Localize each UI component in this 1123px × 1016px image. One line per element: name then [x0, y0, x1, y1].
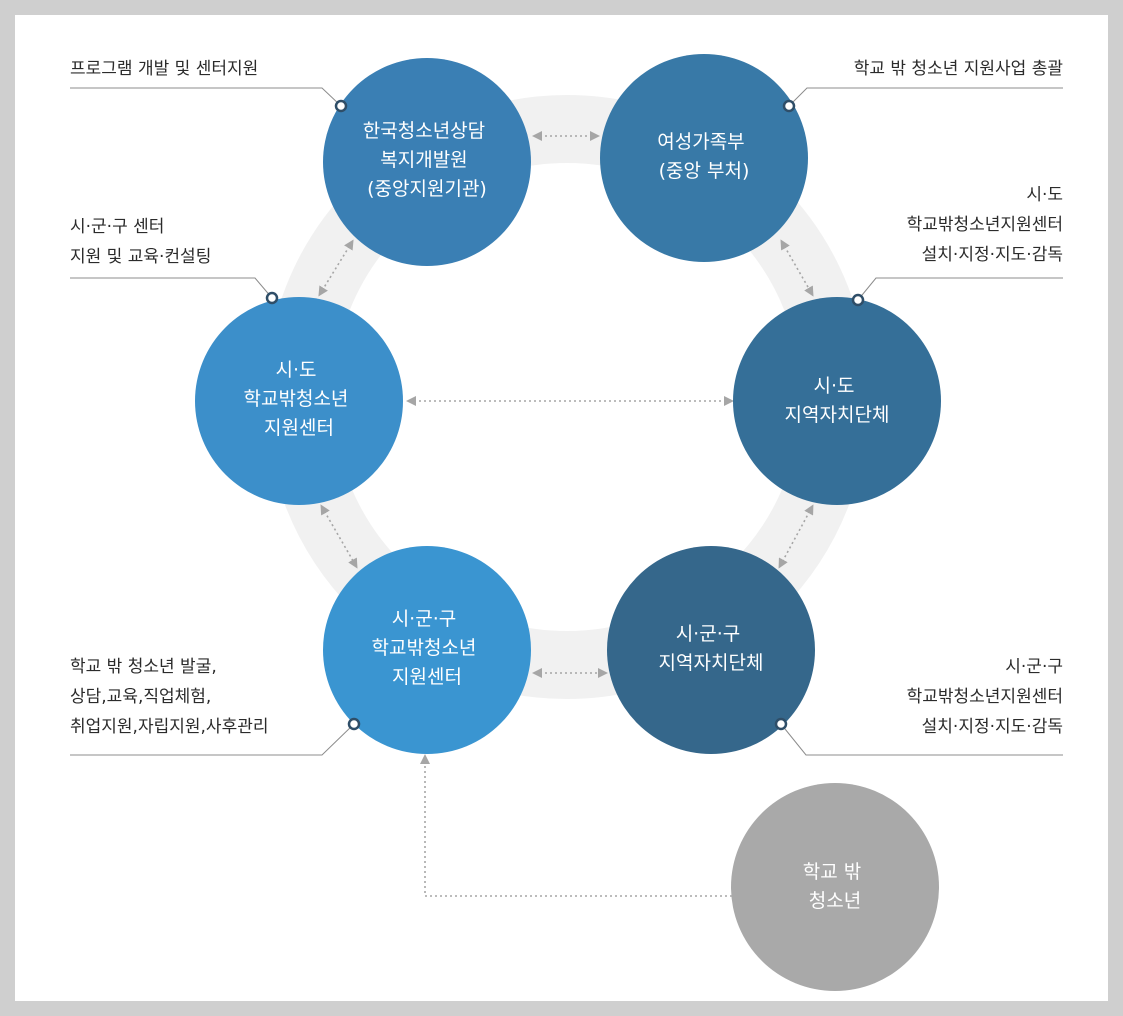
node-mogef-label: 여성가족부 (중앙 부처): [657, 131, 750, 182]
note-sido-gov-line-3: 설치·지정·지도·감독: [921, 245, 1063, 265]
leader-sigungu-center: [70, 723, 355, 756]
note-sigungu-gov-line-3: 설치·지정·지도·감독: [921, 717, 1063, 737]
arrow-kyci-sido-center: [318, 239, 354, 297]
arrow-sido-center-sigungu-center: [320, 504, 358, 569]
node-youth: [731, 783, 939, 991]
leader-sido-gov: [857, 277, 1063, 301]
note-sigungu-center-line-3: 취업지원,자립지원,사후관리: [70, 717, 269, 737]
node-sido-center-label: 시·도 학교밖청소년 지원센터: [244, 359, 355, 439]
leader-dot-sido-center: [265, 291, 279, 305]
node-youth-label: 학교 밖 청소년: [803, 861, 868, 912]
note-mogef-line: 학교 밖 청소년 지원사업 총괄: [853, 59, 1063, 79]
note-mogef: 학교 밖 청소년 지원사업 총괄: [854, 54, 1063, 84]
note-sido-gov: 시·도 학교밖청소년지원센터 설치·지정·지도·감독: [907, 180, 1063, 270]
leader-kyci: [70, 87, 342, 107]
arrow-mogef-sido-gov: [780, 239, 814, 297]
note-kyci: 프로그램 개발 및 센터지원: [70, 54, 258, 84]
node-sigungu-center: [323, 546, 531, 754]
note-sigungu-gov-line-2: 학교밖청소년지원센터: [906, 687, 1063, 707]
leader-dot-kyci: [334, 99, 348, 113]
note-sigungu-center-line-2: 상담,교육,직업체험,: [70, 687, 212, 707]
node-kyci: [323, 58, 531, 266]
node-mogef: [600, 54, 808, 262]
leader-sigungu-gov: [780, 723, 1063, 756]
node-sigungu-gov-label: 시·군·구 지역자치단체: [659, 623, 764, 674]
node-sido-gov: [733, 297, 941, 505]
node-sido-gov-label: 시·도 지역자치단체: [785, 375, 890, 426]
node-sigungu-center-label: 시·군·구 학교밖청소년 지원센터: [372, 608, 483, 688]
node-kyci-label: 한국청소년상담 복지개발원 (중앙지원기관): [363, 120, 491, 200]
note-sido-gov-line-1: 시·도: [1026, 185, 1063, 205]
leader-mogef: [788, 87, 1063, 107]
note-sido-gov-line-2: 학교밖청소년지원센터: [906, 215, 1063, 235]
note-sido-center-line-2: 지원 및 교육·컨설팅: [70, 247, 212, 267]
arrow-sido-gov-sigungu-gov: [778, 504, 814, 569]
note-sigungu-center-line-1: 학교 밖 청소년 발굴,: [70, 657, 217, 677]
leader-sido-center: [70, 277, 273, 299]
note-sido-center: 시·군·구 센터 지원 및 교육·컨설팅: [70, 212, 211, 272]
node-sido-center: [195, 297, 403, 505]
arrow-youth-sigungu-center: [420, 754, 732, 897]
note-sigungu-center: 학교 밖 청소년 발굴, 상담,교육,직업체험, 취업지원,자립지원,사후관리: [70, 652, 269, 742]
leader-dot-sido-gov: [851, 293, 865, 307]
leader-dot-sigungu-center: [347, 717, 361, 731]
node-sigungu-gov: [607, 546, 815, 754]
leader-dot-sigungu-gov: [774, 717, 788, 731]
note-sigungu-gov-line-1: 시·군·구: [1005, 657, 1063, 677]
note-sido-center-line-1: 시·군·구 센터: [70, 217, 165, 237]
leader-dot-mogef: [782, 99, 796, 113]
note-sigungu-gov: 시·군·구 학교밖청소년지원센터 설치·지정·지도·감독: [907, 652, 1063, 742]
note-kyci-line: 프로그램 개발 및 센터지원: [70, 59, 259, 79]
